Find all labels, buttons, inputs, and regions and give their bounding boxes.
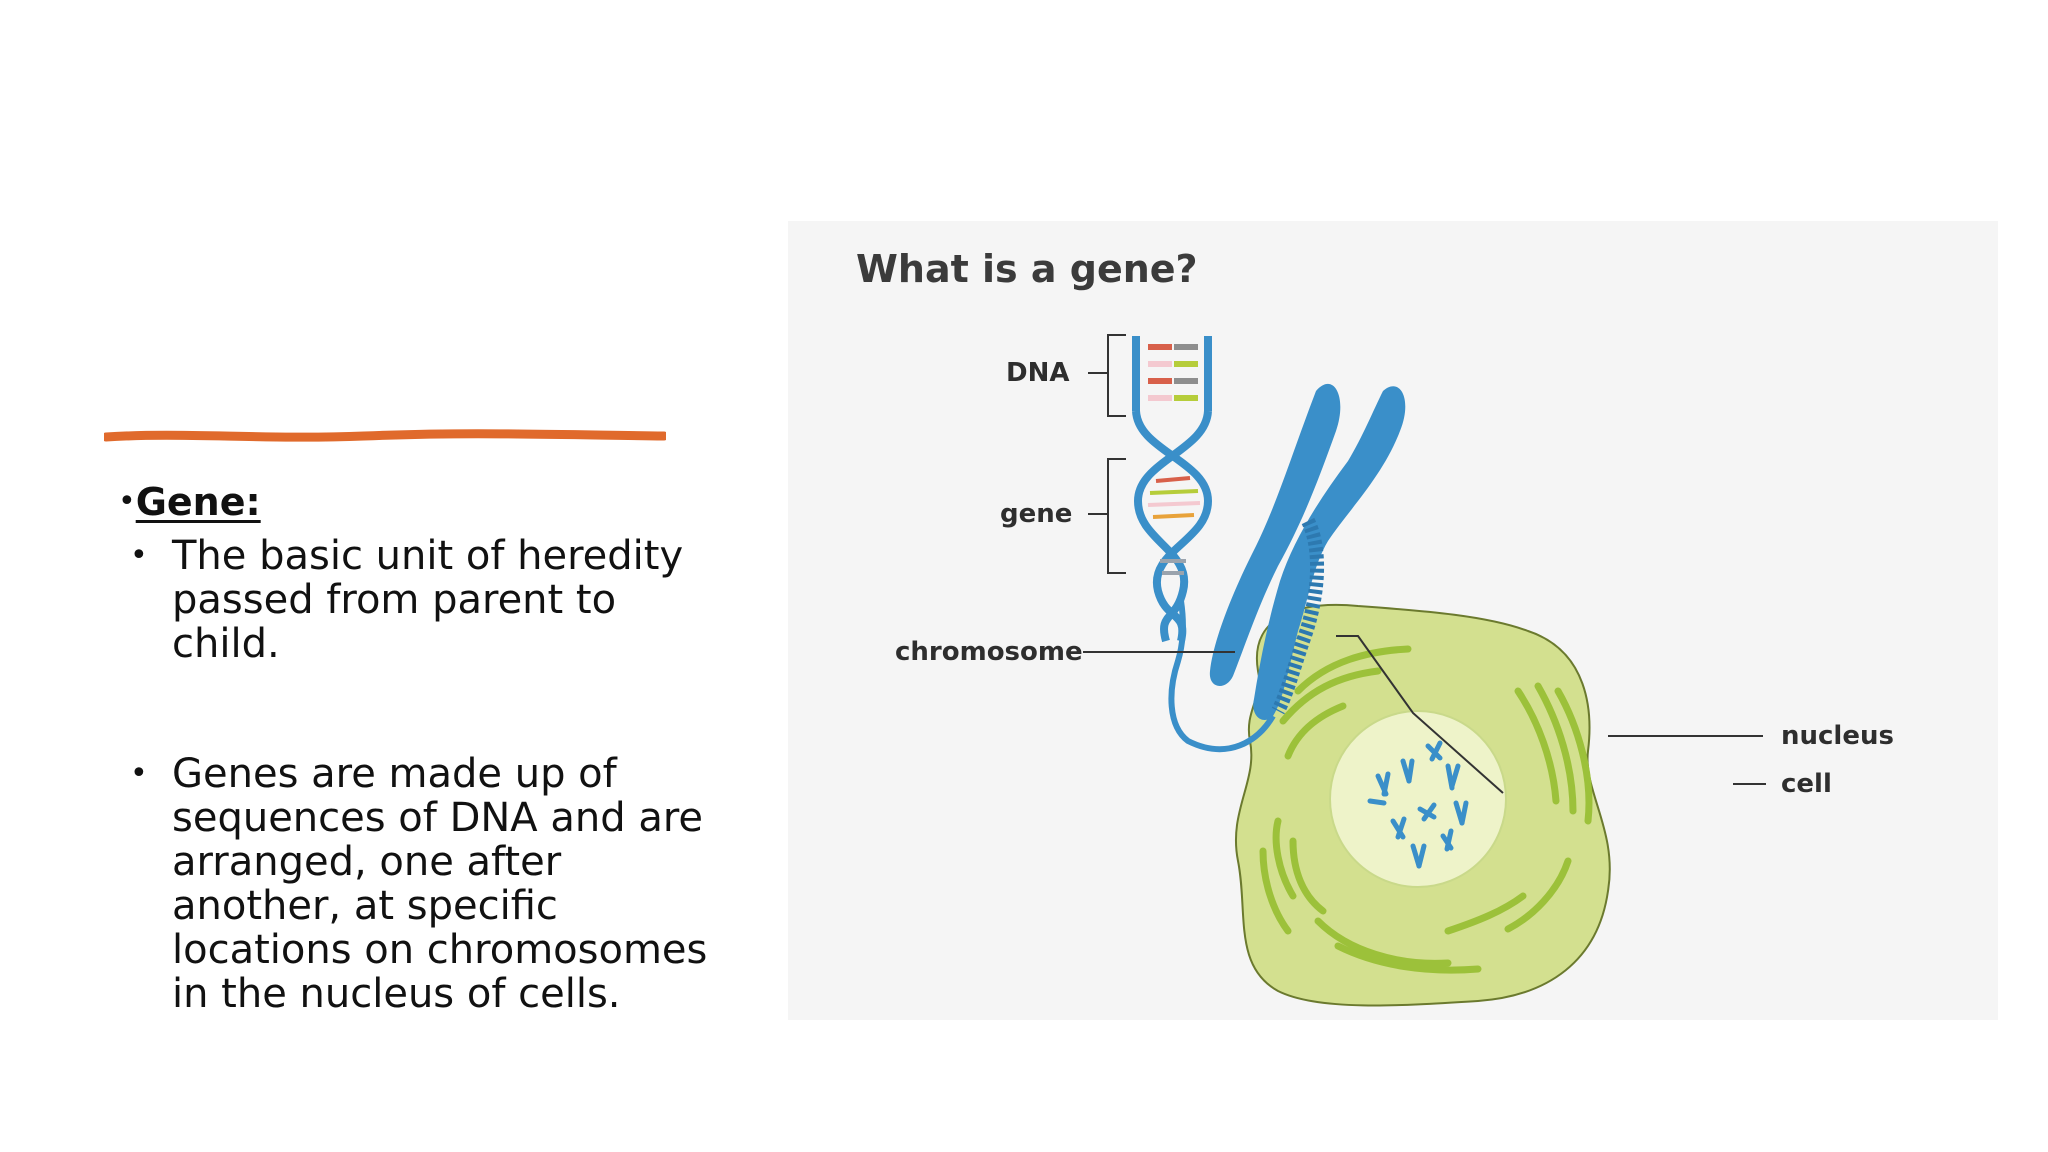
dna-double-helix xyxy=(1132,336,1213,643)
label-chromosome: chromosome xyxy=(895,637,1083,667)
heading-bullet: • xyxy=(118,484,136,519)
label-brackets xyxy=(1083,334,1766,785)
chromosome xyxy=(1209,383,1406,720)
bullet-item-definition: • The basic unit of heredity passed from… xyxy=(118,534,718,666)
bullet-item-composition: • Genes are made up of sequences of DNA … xyxy=(118,752,718,1016)
label-nucleus: nucleus xyxy=(1781,721,1894,751)
heading-row: •Gene: xyxy=(118,478,718,526)
label-cell: cell xyxy=(1781,769,1832,799)
nucleus-chromosomes xyxy=(1367,740,1469,869)
label-dna: DNA xyxy=(1006,358,1069,388)
bullet-marker: • xyxy=(130,756,148,791)
bullet-text-definition: The basic unit of heredity passed from p… xyxy=(172,533,684,667)
gene-diagram: What is a gene? xyxy=(788,221,1998,1020)
zoom-connector xyxy=(1336,635,1504,794)
cell-organelles xyxy=(1259,645,1593,974)
nucleus xyxy=(1329,710,1507,888)
label-gene: gene xyxy=(1000,499,1072,529)
bullet-marker: • xyxy=(130,538,148,573)
gene-text-block: •Gene: • The basic unit of heredity pass… xyxy=(118,478,718,1016)
gene-diagram-svg: What is a gene? xyxy=(856,247,1894,1007)
bullet-text-composition: Genes are made up of sequences of DNA an… xyxy=(172,751,708,1017)
diagram-title: What is a gene? xyxy=(856,247,1198,291)
accent-underline xyxy=(104,429,666,442)
gene-heading: Gene: xyxy=(135,480,261,524)
